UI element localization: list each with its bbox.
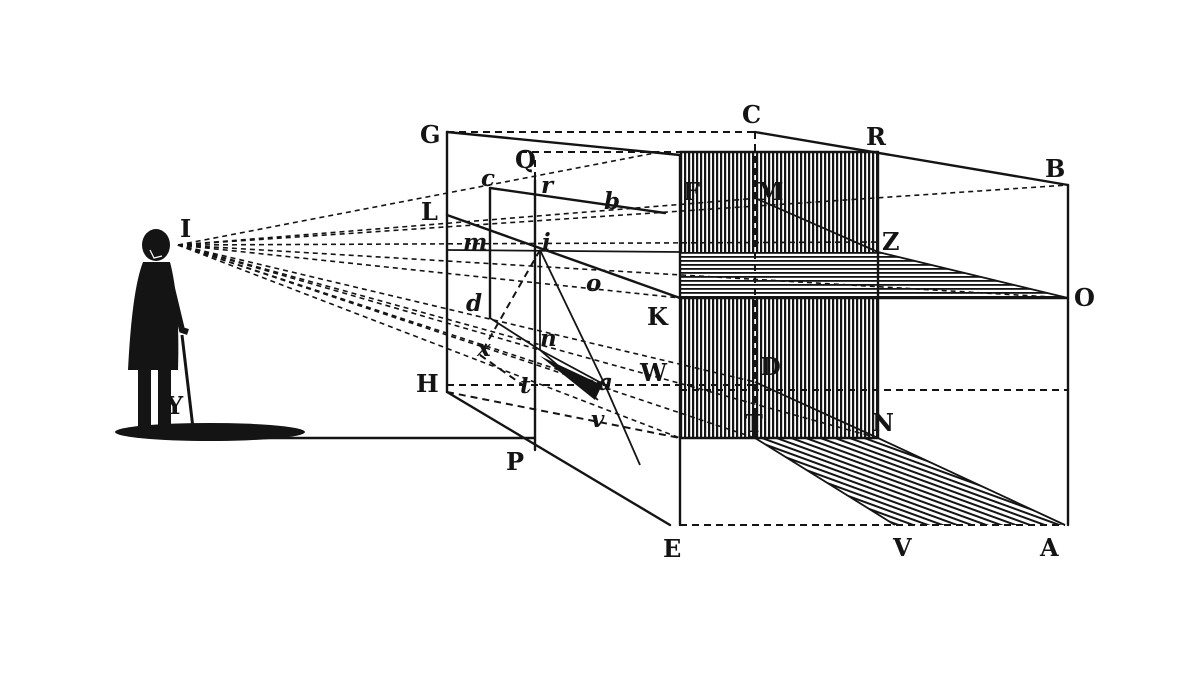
label-Q: Q xyxy=(515,145,536,174)
label-A: A xyxy=(1039,533,1059,562)
label-m: m xyxy=(463,229,487,256)
label-Y: Y xyxy=(165,391,184,420)
label-d: d xyxy=(466,290,482,317)
label-x: x xyxy=(476,335,491,362)
label-R: R xyxy=(866,122,887,151)
label-H: H xyxy=(416,369,439,398)
shaded-middle-plane xyxy=(680,252,1068,298)
label-t: t xyxy=(520,372,531,399)
label-P: P xyxy=(506,447,524,476)
shaded-floor-plane xyxy=(755,438,1065,525)
label-E: E xyxy=(663,534,681,563)
label-K: K xyxy=(647,302,669,331)
label-G: G xyxy=(420,120,441,149)
label-b: b xyxy=(604,188,620,215)
label-a: a xyxy=(598,369,613,396)
label-n: n xyxy=(540,325,557,352)
label-O: O xyxy=(1074,283,1095,312)
label-F: F xyxy=(683,177,700,206)
label-T: T xyxy=(745,409,763,438)
label-i: i xyxy=(542,229,551,256)
label-N: N xyxy=(872,408,894,437)
label-W: W xyxy=(639,358,668,387)
image-rectangle xyxy=(479,160,667,466)
label-M: M xyxy=(757,177,784,206)
box-dashed-edges xyxy=(446,131,1068,526)
label-c: c xyxy=(481,165,495,192)
shaded-wall-lower xyxy=(680,298,878,438)
label-L: L xyxy=(421,197,438,226)
label-Z: Z xyxy=(882,227,900,256)
label-B: B xyxy=(1045,154,1065,183)
label-D: D xyxy=(760,352,781,381)
observer-figure xyxy=(115,229,305,441)
box-solid-edges xyxy=(678,130,1070,527)
label-r: r xyxy=(541,172,555,199)
label-C: C xyxy=(742,100,761,129)
label-V: V xyxy=(892,533,912,562)
shaded-wall-upper xyxy=(680,152,878,252)
label-I: I xyxy=(180,214,191,243)
label-o: o xyxy=(586,270,601,297)
label-v: v xyxy=(591,406,605,433)
